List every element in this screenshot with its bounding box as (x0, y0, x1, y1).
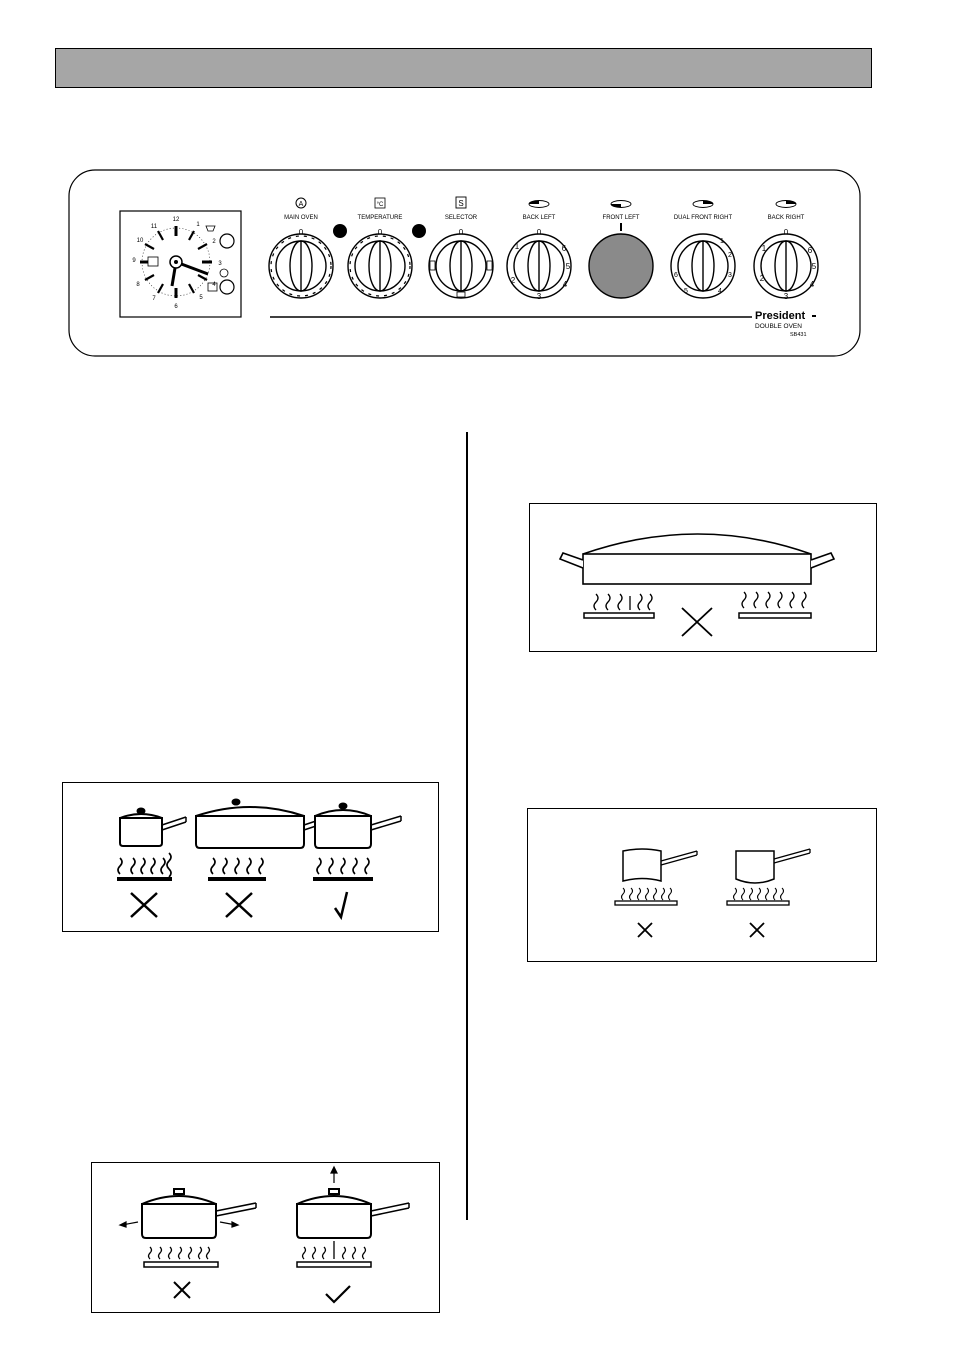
main-oven-symbol: A (299, 201, 304, 208)
knob-scale-mark: 5 (812, 262, 817, 271)
hotplate-icon (208, 877, 266, 881)
model-code: SB431 (790, 332, 807, 338)
cross-icon (174, 1282, 190, 1298)
hotplate-icon (615, 901, 677, 905)
knob-scale-mark: 3 (537, 292, 542, 301)
heat-wave-icon (734, 888, 784, 900)
oversized-pan-figure (529, 503, 877, 652)
indicator-light (333, 224, 347, 238)
knob-scale-mark: 4 (810, 280, 815, 289)
pan-size-figure (62, 782, 439, 932)
timer-button-icon (220, 280, 234, 294)
knob-scale-mark: 1 (762, 244, 767, 253)
check-icon (326, 1286, 350, 1302)
knob-scale-mark: 2 (728, 252, 732, 259)
section-header-bar (55, 48, 872, 88)
knob-scale-mark: 5 (684, 288, 688, 295)
knob-scale-mark: 6 (562, 244, 567, 253)
knob-scale-mark: 2 (511, 276, 516, 285)
heat-wave-icon (317, 858, 369, 874)
main-oven-label: MAIN OVEN (284, 215, 318, 221)
selector-label: SELECTOR (445, 215, 478, 221)
large-pan-icon (196, 816, 304, 848)
knob-scale-mark: 6 (674, 272, 678, 279)
timer-button-icon (220, 234, 234, 248)
knob-scale-mark: 3 (728, 272, 732, 279)
heat-wave-icon (303, 1241, 366, 1259)
clock-number: 12 (173, 217, 180, 223)
back-right-label: BACK RIGHT (768, 215, 805, 221)
heat-wave-icon (594, 594, 652, 610)
knob-scale-mark: 3 (784, 292, 789, 301)
heat-wave-icon (149, 1247, 210, 1259)
small-pan-icon (120, 818, 162, 846)
clock-number: 10 (137, 238, 144, 244)
front-left-label: FRONT LEFT (603, 215, 640, 221)
dual-front-right-label: DUAL FRONT RIGHT (674, 215, 733, 221)
heat-wave-icon (211, 858, 263, 874)
pan-lid-on-icon (297, 1204, 371, 1238)
hotplate-icon (297, 1262, 371, 1267)
cross-icon (131, 893, 157, 917)
lid-icon (583, 534, 811, 554)
hotplate-icon (727, 901, 789, 905)
clock-timer: 12 1 2 3 4 5 6 7 8 9 10 11 (120, 211, 241, 317)
heat-wave-icon (118, 853, 171, 877)
heat-wave-icon (622, 888, 672, 900)
hotplate-icon (584, 613, 654, 618)
warped-pan-concave-icon (736, 851, 774, 883)
hotplate-icon (144, 1262, 218, 1267)
knob-scale-mark: 6 (808, 246, 813, 255)
clock-number: 11 (151, 224, 158, 230)
cross-icon (226, 893, 252, 917)
temperature-label: TEMPERATURE (358, 215, 403, 221)
hotplate-icon (313, 877, 373, 881)
knob-scale-mark: 5 (566, 262, 571, 271)
indicator-light (412, 224, 426, 238)
knob-scale-mark: 4 (718, 288, 722, 295)
check-icon (335, 892, 347, 917)
knob-scale-mark: 1 (515, 242, 520, 251)
dual-front-right-knob: DUAL FRONT RIGHT 0 1 2 3 4 5 6 (671, 201, 735, 299)
brand-name: President (755, 310, 805, 322)
knob-scale-mark: 4 (563, 280, 568, 289)
knob-scale-mark: 2 (760, 274, 765, 283)
warped-pan-convex-icon (623, 849, 661, 881)
column-divider (466, 432, 468, 1220)
cross-icon (682, 608, 712, 636)
correct-pan-icon (315, 816, 371, 848)
cross-icon (750, 923, 764, 937)
pan-lid-off-icon (142, 1204, 216, 1238)
model-line: DOUBLE OVEN (755, 323, 802, 330)
heat-wave-icon (742, 592, 806, 608)
selector-symbol: S (458, 199, 463, 208)
knob-scale-mark: 1 (720, 238, 724, 245)
temperature-symbol: °C (377, 202, 384, 208)
control-panel-diagram: 12 1 2 3 4 5 6 7 8 9 10 11 A MAIN OVEN (68, 169, 861, 357)
back-left-label: BACK LEFT (523, 215, 556, 221)
pan-lid-figure (91, 1162, 440, 1313)
large-pan-icon (583, 554, 811, 584)
hotplate-icon (739, 613, 811, 618)
warped-pan-figure (527, 808, 877, 962)
cross-icon (638, 923, 652, 937)
hotplate-icon (117, 877, 172, 881)
